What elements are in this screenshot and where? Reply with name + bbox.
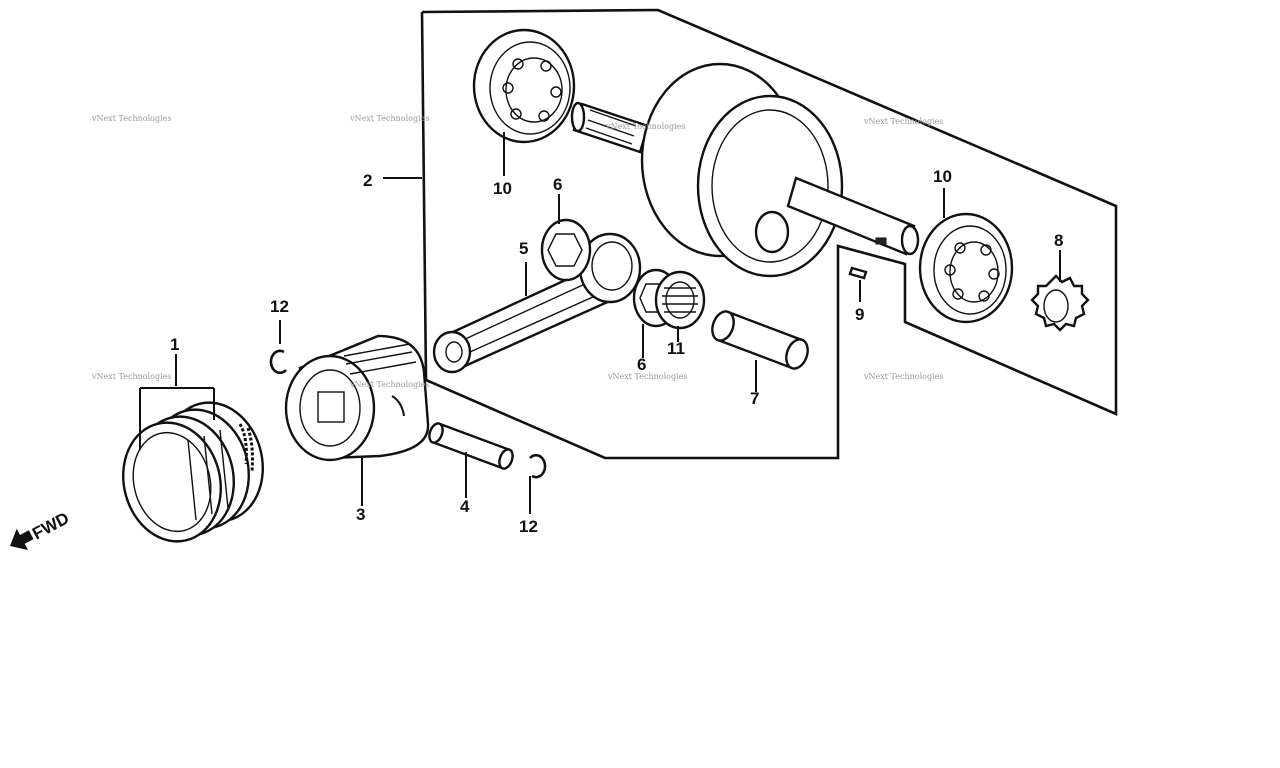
ball-bearing-right xyxy=(918,212,1014,324)
needle-bearing xyxy=(654,270,706,330)
fwd-label: FWD xyxy=(29,509,72,544)
timing-sprocket xyxy=(1030,274,1090,332)
ball-bearing-left xyxy=(472,28,576,144)
piston-pin-clip-lower xyxy=(529,453,547,479)
watermark: vNext Technologies xyxy=(349,380,429,389)
thrust-washer-upper xyxy=(540,218,592,282)
fwd-indicator: FWD xyxy=(9,509,72,550)
callout-12-upper: 12 xyxy=(270,297,289,316)
callout-4: 4 xyxy=(460,497,470,516)
callout-2: 2 xyxy=(363,171,372,190)
assembly-outline xyxy=(420,8,1118,460)
watermark: vNext Technologies xyxy=(349,114,429,123)
connecting-rod xyxy=(432,232,642,374)
callout-1: 1 xyxy=(170,335,179,354)
leader-lines xyxy=(139,132,1061,514)
crank-pin xyxy=(711,310,809,370)
callout-11: 11 xyxy=(667,339,685,358)
watermark: vNext Technologies xyxy=(863,372,943,381)
callout-9: 9 xyxy=(855,305,864,324)
crankshaft xyxy=(570,62,920,278)
callout-5: 5 xyxy=(519,239,528,258)
callout-10-left: 10 xyxy=(493,179,512,198)
piston-pin xyxy=(428,422,514,470)
callout-6-upper: 6 xyxy=(553,175,562,194)
callout-6-lower: 6 xyxy=(637,355,646,374)
watermark: vNext Technologies xyxy=(91,114,171,123)
woodruff-key xyxy=(848,266,868,280)
watermark: vNext Technologies xyxy=(863,117,943,126)
watermark: vNext Technologies xyxy=(607,372,687,381)
callout-3: 3 xyxy=(356,505,365,524)
watermark: vNext Technologies xyxy=(91,372,171,381)
callout-12-lower: 12 xyxy=(519,517,538,536)
callout-10-right: 10 xyxy=(933,167,952,186)
callout-8: 8 xyxy=(1054,231,1063,250)
piston xyxy=(284,334,430,462)
fwd-arrow-icon xyxy=(9,528,34,550)
piston-pin-clip-upper xyxy=(269,349,287,375)
callout-7: 7 xyxy=(750,389,759,408)
piston-ring-set xyxy=(122,401,264,543)
watermark: vNext Technologies xyxy=(605,122,685,131)
